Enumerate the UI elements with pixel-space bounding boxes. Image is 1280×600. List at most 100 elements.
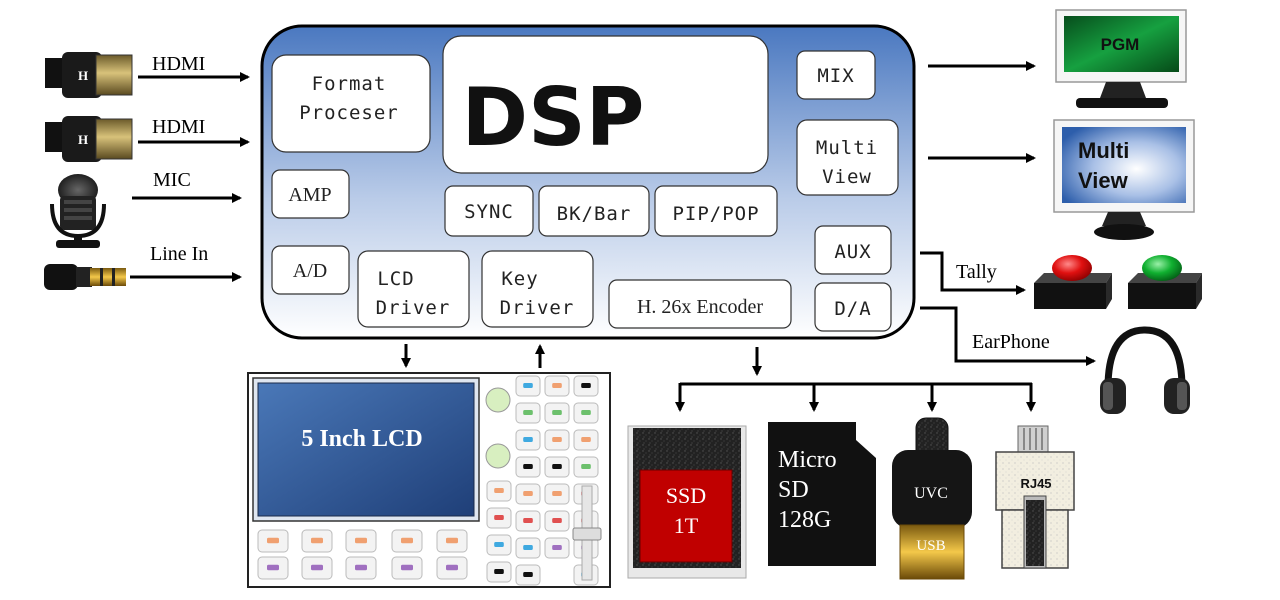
tally-red-light-icon: [1034, 255, 1112, 309]
dsp-core-box: [442, 35, 769, 174]
mix-label: MIX: [817, 65, 854, 87]
ssd-icon: [627, 425, 747, 579]
lcd-driver-box: [357, 250, 470, 328]
panel-key-icon: [486, 561, 512, 583]
panel-key-icon: [515, 456, 541, 478]
usb-uvc-stick-icon: [892, 417, 972, 580]
panel-key-icon: [515, 429, 541, 451]
panel-key-icon: [573, 375, 599, 397]
key-driver-line-1: Key: [501, 268, 538, 290]
panel-key-icon: [544, 375, 570, 397]
panel-key-icon: [544, 510, 570, 532]
sync-label: SYNC: [464, 201, 514, 223]
multiview-monitor-line-1: Multi: [1078, 138, 1129, 163]
panel-key-icon: [257, 529, 289, 553]
fader-handle-icon: [572, 527, 602, 541]
panel-key-icon: [301, 556, 333, 580]
headphones-icon: [1100, 326, 1190, 414]
panel-knob-icon: [485, 387, 511, 413]
microsd-line-1: Micro: [778, 447, 837, 473]
ssd-line-2: 1T: [674, 513, 699, 538]
mic-label: MIC: [153, 169, 191, 191]
microsd-line-3: 128G: [778, 507, 831, 533]
hdmi-2-label: HDMI: [152, 116, 205, 138]
ad-label: A/D: [293, 260, 327, 282]
pgm-label: PGM: [1101, 35, 1140, 54]
pip-pop-box: [654, 185, 778, 237]
ad-box: [271, 245, 350, 295]
multi-view-line-2: View: [822, 166, 872, 188]
key-driver-box: [481, 250, 594, 328]
panel-key-icon: [486, 534, 512, 556]
panel-key-icon: [515, 375, 541, 397]
h26x-encoder-box: [608, 279, 792, 329]
lcd-driver-line-1: LCD: [377, 268, 414, 290]
panel-key-icon: [436, 556, 468, 580]
panel-key-icon: [573, 402, 599, 424]
hdmi-connector-1-icon: H: [45, 52, 133, 98]
microsd-line-2: SD: [778, 477, 809, 503]
multi-view-line-1: Multi: [816, 137, 878, 159]
dsp-title: DSP: [462, 71, 645, 164]
panel-key-icon: [257, 556, 289, 580]
key-driver-line-2: Driver: [500, 297, 575, 319]
panel-key-icon: [544, 402, 570, 424]
aux-box: [814, 225, 892, 275]
uvc-label: UVC: [914, 485, 948, 502]
panel-key-icon: [544, 483, 570, 505]
multi-view-box: [796, 119, 899, 196]
da-box: [814, 282, 892, 332]
h26x-encoder-label: H. 26x Encoder: [637, 296, 763, 318]
panel-key-icon: [573, 456, 599, 478]
microphone-icon: [50, 174, 106, 248]
aux-label: AUX: [834, 241, 871, 263]
bk-bar-label: BK/Bar: [557, 203, 632, 225]
control-panel-keys: [257, 375, 602, 586]
panel-key-icon: [436, 529, 468, 553]
panel-key-icon: [544, 537, 570, 559]
usb-label: USB: [916, 538, 945, 554]
hdmi-plug-letter: H: [78, 68, 88, 83]
tally-green-light-icon: [1128, 255, 1202, 309]
panel-key-icon: [573, 429, 599, 451]
amp-box: [271, 169, 350, 219]
hdmi-1-label: HDMI: [152, 53, 205, 75]
panel-key-icon: [515, 510, 541, 532]
panel-key-icon: [515, 537, 541, 559]
panel-key-icon: [515, 483, 541, 505]
earphone-label: EarPhone: [972, 331, 1050, 353]
panel-knob-icon: [485, 443, 511, 469]
line-in-jack-icon: [44, 264, 126, 290]
panel-key-icon: [515, 402, 541, 424]
panel-key-icon: [544, 429, 570, 451]
lcd-label: 5 Inch LCD: [301, 426, 422, 452]
bk-bar-box: [538, 185, 650, 237]
panel-key-icon: [486, 480, 512, 502]
format-processor-line-1: Format: [312, 73, 387, 95]
pgm-monitor-icon: [1055, 9, 1187, 108]
format-processor-box: [271, 54, 431, 153]
mix-box: [796, 50, 876, 100]
microsd-card-icon: [768, 422, 876, 566]
tally-label: Tally: [956, 261, 997, 283]
rj45-connector-icon: [995, 425, 1075, 569]
line-in-label: Line In: [150, 243, 208, 265]
panel-key-icon: [515, 564, 541, 586]
sync-box: [444, 185, 534, 237]
tally-arrow: [920, 251, 1026, 295]
ssd-line-1: SSD: [666, 483, 706, 508]
rj45-label: RJ45: [1020, 476, 1051, 491]
da-label: D/A: [834, 298, 871, 320]
panel-key-icon: [301, 529, 333, 553]
pip-pop-label: PIP/POP: [672, 203, 759, 225]
hdmi-plug-letter: H: [78, 132, 88, 147]
hdmi-connector-2-icon: H: [45, 116, 133, 162]
multiview-monitor-line-2: View: [1078, 168, 1129, 193]
panel-key-icon: [486, 507, 512, 529]
panel-key-icon: [345, 556, 377, 580]
panel-key-icon: [544, 456, 570, 478]
format-processor-line-2: Proceser: [299, 102, 399, 124]
panel-key-icon: [391, 556, 423, 580]
lcd-driver-line-2: Driver: [376, 297, 451, 319]
